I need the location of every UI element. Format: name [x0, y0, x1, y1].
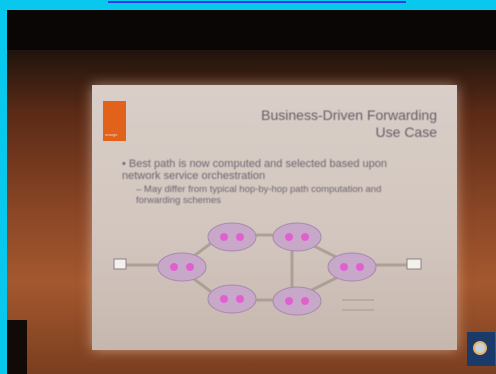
- cloud-node-bottom-left: [207, 284, 257, 314]
- cloud-node-right: [327, 252, 377, 282]
- cloud-node-top-left: [207, 222, 257, 252]
- network-diagram: [113, 222, 422, 316]
- slide-title-line1: Business-Driven Forwarding: [261, 107, 437, 123]
- source-host-icon: [113, 258, 127, 270]
- slide-title: Business-Driven Forwarding Use Case: [261, 107, 437, 141]
- cloud-node-bottom-right: [272, 286, 322, 316]
- logo-text: orange: [105, 132, 118, 137]
- cloud-node-left: [157, 252, 207, 282]
- slide-title-line2: Use Case: [375, 124, 437, 140]
- orange-logo: orange: [103, 101, 126, 141]
- conference-photo: orange Business-Driven Forwarding Use Ca…: [7, 10, 496, 374]
- slide-bullet: • Best path is now computed and selected…: [122, 158, 387, 182]
- slide-sub-bullet: – May differ from typical hop-by-hop pat…: [136, 184, 382, 206]
- projection-screen: orange Business-Driven Forwarding Use Ca…: [92, 85, 457, 350]
- badge-icon: [467, 332, 495, 366]
- ceiling-shadow: [7, 10, 496, 50]
- destination-host-icon: [406, 258, 422, 270]
- left-dark-shape: [7, 320, 27, 374]
- top-link[interactable]: [108, 0, 406, 4]
- cloud-node-top-right: [272, 222, 322, 252]
